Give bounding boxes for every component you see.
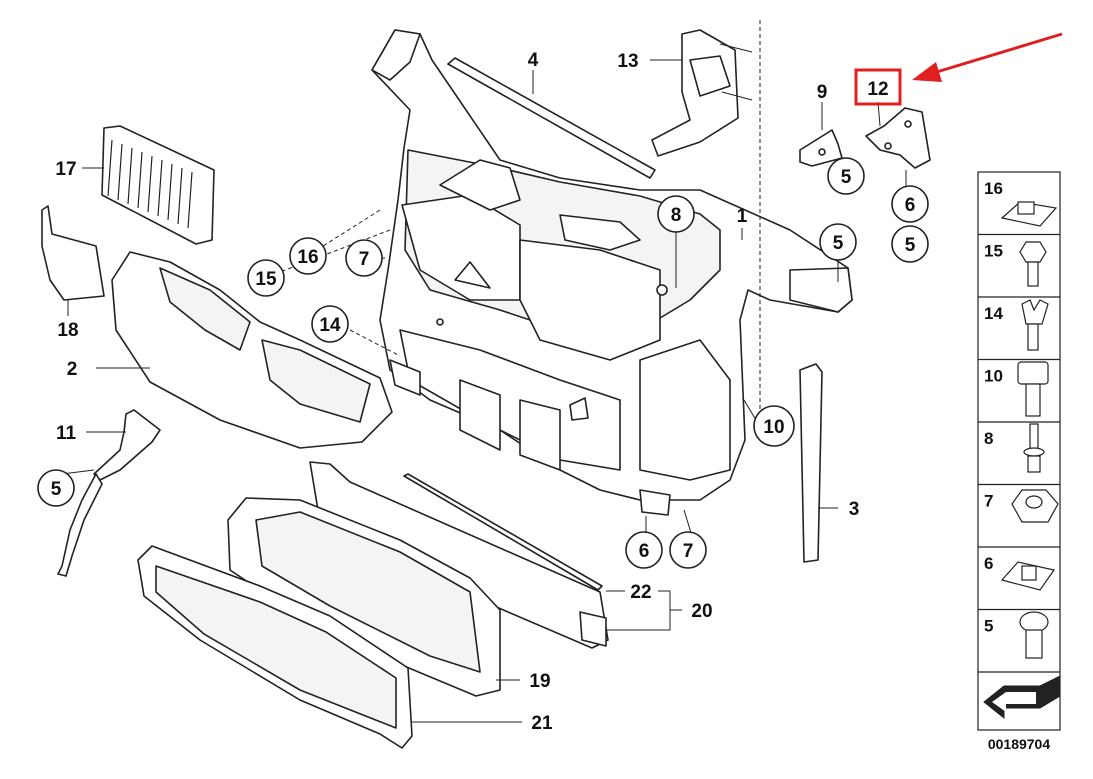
- highlight-box: [854, 68, 902, 106]
- highlight-arrow: [929, 32, 1063, 76]
- grille-slat: [117, 143, 123, 201]
- vent-grille-part: [101, 125, 215, 245]
- callout-circle-7-bottom: [669, 531, 707, 569]
- callout-18: 18: [57, 320, 78, 341]
- bracket-part-11: [57, 409, 161, 577]
- callout-16: 16: [297, 247, 318, 268]
- hex-bolt-icon: [1017, 361, 1049, 417]
- bracket-part-13: [651, 29, 753, 157]
- callout-circle-5-left: [37, 469, 75, 507]
- grille-slat: [187, 171, 193, 229]
- front-carrier-part: [371, 29, 853, 516]
- callout-19: 19: [529, 671, 550, 692]
- highlight-arrow-head-icon: [912, 62, 942, 82]
- callout-17: 17: [55, 159, 76, 180]
- callout-21: 21: [531, 713, 553, 734]
- direction-arrow-icon: [983, 675, 1061, 720]
- push-pin-icon: [1023, 423, 1045, 473]
- clip-nut-icon: [1000, 201, 1058, 227]
- callout-circle-10: [753, 405, 795, 447]
- callout-2: 2: [67, 359, 78, 380]
- callout-15: 15: [255, 269, 277, 290]
- callout-5-center: 5: [841, 167, 852, 188]
- callout-1: 1: [737, 206, 748, 227]
- callout-4: 4: [528, 50, 539, 71]
- callout-circle-6-right: [891, 185, 929, 223]
- legend-label: 5: [984, 617, 993, 636]
- legend-label: 14: [984, 304, 1003, 323]
- grille-slat: [157, 159, 163, 217]
- callout-7-bottom: 7: [683, 541, 694, 562]
- legend-label: 7: [984, 492, 993, 511]
- hex-nut-icon: [1011, 489, 1059, 523]
- callout-5-mid: 5: [833, 233, 844, 254]
- callout-11: 11: [56, 423, 77, 444]
- hardware-legend: 16 15 14 10 8 7 6 5: [977, 171, 1061, 731]
- callout-12: 12: [867, 79, 888, 100]
- side-panel-part: [41, 205, 105, 301]
- air-duct-part: [111, 251, 393, 449]
- grille-slat: [167, 163, 173, 221]
- grille-slat: [177, 167, 183, 225]
- callout-9: 9: [817, 82, 828, 103]
- callout-circle-5-right: [891, 225, 929, 263]
- grille-slat: [107, 139, 113, 197]
- callout-5-right: 5: [905, 235, 916, 256]
- callout-circle-5-mid: [819, 223, 857, 261]
- reference-number: 00189704: [988, 736, 1051, 752]
- callout-circle-6-bottom: [625, 531, 663, 569]
- legend-label: 16: [984, 179, 1003, 198]
- frame-seal-part: [137, 545, 413, 749]
- callout-10: 10: [763, 417, 784, 438]
- side-strip-part: [799, 363, 823, 563]
- legend-label: 8: [984, 429, 993, 448]
- callout-3: 3: [849, 499, 860, 520]
- callout-14: 14: [319, 315, 341, 336]
- legend-label: 6: [984, 554, 993, 573]
- callout-7-left: 7: [359, 249, 370, 270]
- seal-strip-part: [447, 57, 656, 179]
- callout-circle-8: [657, 195, 695, 233]
- grille-slat: [137, 151, 143, 209]
- callout-20: 20: [691, 601, 712, 622]
- torx-screw-icon: [1019, 611, 1049, 659]
- callout-6-bottom: 6: [639, 541, 650, 562]
- callout-6-right: 6: [905, 195, 916, 216]
- legend-label: 10: [984, 367, 1003, 386]
- legend-label: 15: [984, 242, 1003, 261]
- speed-nut-icon: [1000, 561, 1056, 591]
- callout-circle-5-center: [827, 157, 865, 195]
- callout-circle-7-left: [345, 239, 383, 277]
- grille-slat: [147, 155, 153, 213]
- callout-22: 22: [630, 582, 651, 603]
- expansion-rivet-icon: [1021, 299, 1049, 351]
- callout-circle-15: [247, 259, 285, 297]
- bracket-part-12: [865, 107, 931, 169]
- callout-5-left: 5: [51, 479, 62, 500]
- callout-13: 13: [617, 51, 638, 72]
- grille-slat: [127, 147, 133, 205]
- self-tapping-screw-icon: [1019, 241, 1047, 287]
- callout-8: 8: [671, 205, 682, 226]
- callout-circle-14: [311, 305, 349, 343]
- callout-circle-16: [289, 237, 327, 275]
